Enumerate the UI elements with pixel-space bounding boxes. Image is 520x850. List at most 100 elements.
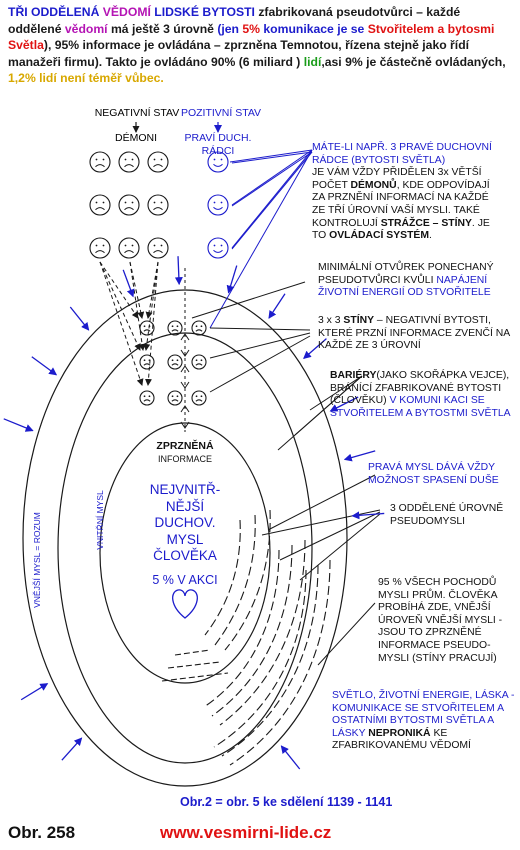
note-barriers-text: (JAKO SKOŘÁPKA VEJCE), BRÁNÍCÍ ZFABRIKOV… — [330, 370, 510, 407]
shadow-face — [191, 354, 207, 370]
innermost-line-1: NEJVNITŘ- — [149, 482, 221, 497]
header-text-6: má ještě 3 úrovně — [107, 21, 218, 36]
note-shadows-text: – NEGATIVNÍ BYTOSTI, KTERÉ PRZNÍ INFORMA… — [318, 315, 510, 352]
core-mind-ellipse — [99, 422, 271, 684]
guide-pointer-lines — [209, 149, 313, 329]
figure-caption: Obr.2 = obr. 5 ke sdělení 1139 - 1141 — [180, 795, 393, 809]
note-barriers-word: BARIÉRY — [330, 370, 377, 381]
innermost-line-2: NĚJŠÍ — [165, 498, 205, 514]
innermost-line-4: MYSL — [166, 531, 204, 547]
note-guides-title: MÁTE-LI NAPŘ. 3 PRAVÉ DUCHOVNÍ RÁDCE (BY… — [312, 142, 492, 166]
guides-label: PRAVÍ DUCH. RÁDCI — [184, 132, 252, 157]
innermost-line-5: ČLOVĚKA — [153, 548, 217, 563]
shadow-face — [167, 390, 183, 406]
inner-mind-label: VNITŘNÍ MYSL — [95, 490, 105, 550]
header-text-11: a bytosmi Světla — [8, 21, 495, 53]
light-ray-arrow — [303, 338, 327, 360]
light-ray-arrow — [31, 356, 58, 376]
demon-face — [147, 237, 169, 259]
note-guides-text-3: . JE TO — [312, 217, 490, 242]
light-ray-arrow — [329, 396, 359, 412]
outer-mind-label: VNĚJŠÍ MYSL = ROZUM — [32, 512, 42, 608]
header-text-12: ), 95% informace je ovládána – zprzněna … — [8, 38, 470, 69]
guide-face — [207, 194, 229, 216]
note-guides-demons-word: DÉMONŮ — [350, 179, 397, 191]
note-barriers: BARIÉRY(JAKO SKOŘÁPKA VEJCE), BRÁNÍCÍ ZF… — [330, 370, 516, 420]
header-text-vedomi: vědomí — [64, 21, 108, 36]
shadow-face — [191, 390, 207, 406]
header-text-9: komunikace je se — [260, 21, 368, 36]
light-ray-arrow — [343, 450, 376, 462]
demon-face — [147, 151, 169, 173]
shadow-face — [167, 320, 183, 336]
innermost-percent: 5 % V AKCI — [152, 572, 218, 587]
shadow-face — [167, 354, 183, 370]
note-three-levels: 3 ODDĚLENÉ ÚROVNĚ PSEUDOMYSLI — [390, 503, 504, 527]
note-light-text: SVĚTLO, ŽIVOTNÍ ENERGIE, LÁSKA - KOMUNIK… — [332, 690, 515, 739]
note-barriers-communication: V KOMUNI KACI SE STVOŘITELEM A BYTOSTMI … — [330, 395, 511, 419]
note-opening-energy: NAPÁJENÍ ŽIVOTNÍ ENERGIÍ OD STVOŘITELE — [318, 274, 491, 299]
demon-face — [118, 194, 140, 216]
pseudomind-arcs — [203, 509, 331, 766]
note-light: SVĚTLO, ŽIVOTNÍ ENERGIE, LÁSKA - KOMUNIK… — [332, 690, 518, 753]
demon-face — [118, 237, 140, 259]
header-text-15: 1,2% lidí není téměř vůbec. — [8, 71, 164, 86]
note-95-percent: 95 % VŠECH POCHODŮ MYSLI PRŮM. ČLOVĚKA P… — [378, 577, 503, 664]
channel-arrows — [180, 333, 190, 429]
note-opening-text: MINIMÁLNÍ OTVŮREK PONECHANÝ PSEUDOTVŮRCI… — [318, 262, 494, 286]
note-guides-text-2: , KDE ODPOVÍDAJÍ ZA PRZNĚNÍ INFORMACÍ NA… — [312, 179, 490, 229]
header-text-stvoritelem: Stvořitelem — [367, 21, 435, 36]
heart-icon — [172, 589, 198, 619]
header-text-7: (jen — [217, 21, 243, 36]
demon-face — [147, 194, 169, 216]
demons-label: DÉMONI — [115, 132, 157, 144]
note-light-not-penetrate: NEPRONIKÁ — [368, 727, 431, 739]
header-title-vedomi: VĚDOMÍ — [102, 5, 151, 19]
note-shadows: 3 x 3 STÍNY – NEGATIVNÍ BYTOSTI, KTERÉ P… — [318, 315, 518, 353]
shadow-face — [191, 320, 207, 336]
note-guides-dot: . — [429, 230, 432, 242]
guide-face — [207, 151, 229, 173]
distorted-label-1: ZPRZNĚNÁ — [156, 440, 214, 452]
light-ray-arrow — [3, 418, 34, 432]
note-guides-guards: STRÁŽCE – STÍNY — [380, 217, 472, 229]
shadow-face — [139, 390, 155, 406]
shadow-face — [139, 354, 155, 370]
light-ray-arrow — [69, 306, 90, 331]
innermost-mind-text: NEJVNITŘ- NĚJŠÍ DUCHOV. MYSL ČLOVĚKA 5 %… — [130, 482, 240, 588]
light-ray-arrow — [61, 737, 83, 761]
inner-level-ticks — [161, 649, 229, 682]
header-paragraph: TŘI ODDĚLENÁ VĚDOMÍ LIDSKÉ BYTOSTI zfabr… — [8, 4, 516, 87]
note-guides-text-1: JE VÁM VŽDY PŘIDĚLEN 3x VĚTŠÍ POČET — [312, 167, 482, 191]
demon-face — [89, 237, 111, 259]
light-ray-arrow — [268, 293, 286, 319]
light-ray-arrow — [351, 511, 385, 520]
note-shadows-count: 3 x 3 — [318, 315, 344, 326]
note-shadows-word: STÍNY — [343, 315, 375, 326]
light-ray-arrow — [280, 745, 301, 770]
note-guides-demons: MÁTE-LI NAPŘ. 3 PRAVÉ DUCHOVNÍ RÁDCE (BY… — [312, 142, 502, 243]
demon-face — [89, 194, 111, 216]
header-text-4: zfabrikovaná pseudotvůrci – každé odděle… — [8, 5, 461, 36]
note-opening: MINIMÁLNÍ OTVŮREK PONECHANÝ PSEUDOTVŮRCI… — [318, 262, 514, 300]
positive-state-label: POZITIVNÍ STAV — [180, 107, 262, 119]
header-title-1: TŘI ODDĚLENÁ — [8, 5, 103, 19]
inner-mind-ellipse — [57, 332, 313, 764]
light-ray-arrow — [226, 265, 238, 294]
outer-mind-ellipse — [22, 289, 348, 787]
note-true-mind: PRAVÁ MYSL DÁVÁ VŽDY MOŽNOST SPASENÍ DUŠ… — [368, 462, 499, 486]
header-text-lidi: lidí — [303, 54, 322, 69]
light-ray-arrow — [174, 256, 183, 286]
light-ray-arrow — [122, 269, 135, 298]
light-ray-arrow — [20, 683, 49, 701]
header-text-5pct: 5% — [242, 21, 260, 36]
website-link[interactable]: www.vesmirni-lide.cz — [160, 823, 332, 842]
light-rays — [3, 256, 385, 770]
pointer-lines — [191, 281, 381, 666]
faces-group — [89, 151, 229, 406]
guide-face — [207, 237, 229, 259]
negative-state-label: NEGATIVNÍ STAV — [94, 107, 180, 119]
note-light-tail: KE ZFABRIKOVANÉMU VĚDOMÍ — [332, 727, 471, 752]
demon-face — [89, 151, 111, 173]
